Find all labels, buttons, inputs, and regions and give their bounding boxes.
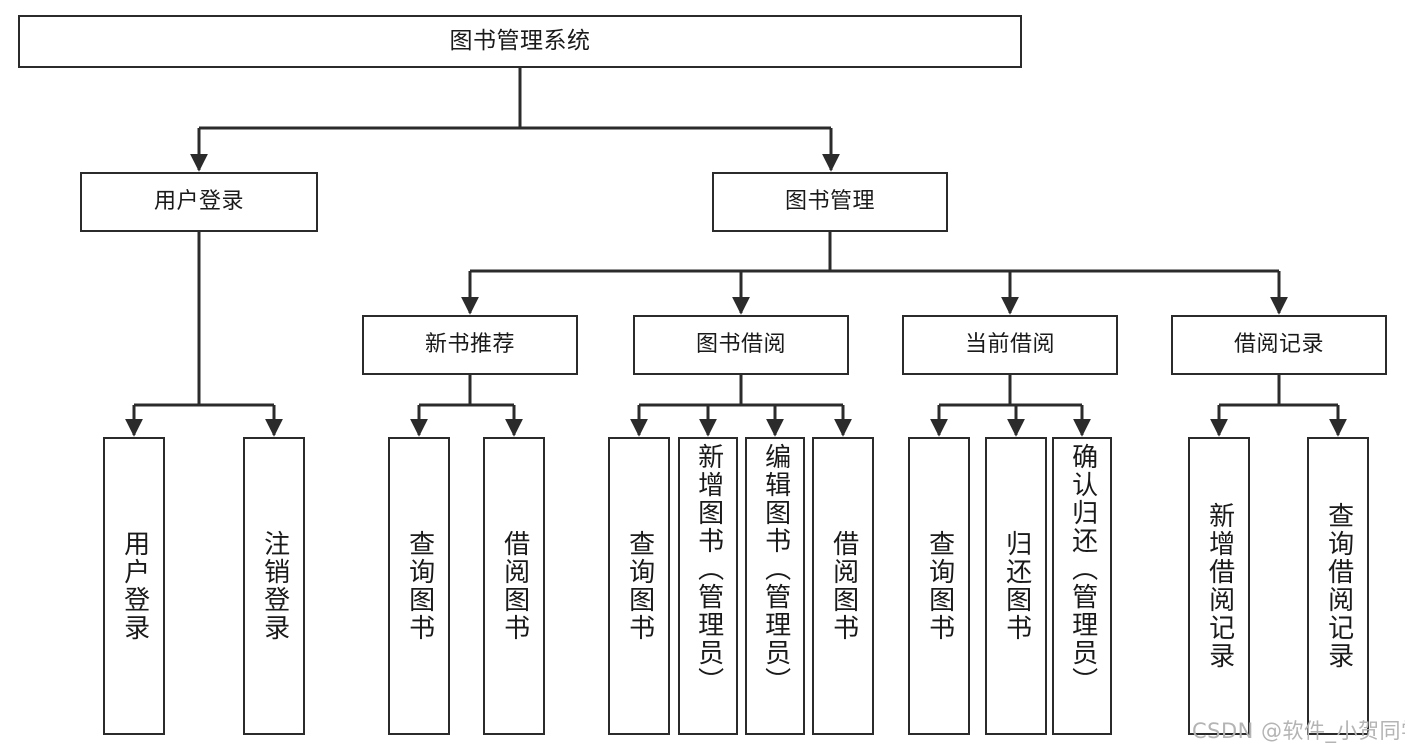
leaf-return-book[interactable]: 归还图书 [985,437,1047,735]
leaf-add-borrow-record[interactable]: 新增借阅记录 [1188,437,1250,735]
node-current-borrow[interactable]: 当前借阅 [902,315,1118,375]
leaf-query-borrow-record[interactable]: 查询借阅记录 [1307,437,1369,735]
node-book-borrow[interactable]: 图书借阅 [633,315,849,375]
node-new-book-recommend[interactable]: 新书推荐 [362,315,578,375]
leaf-borrow-book-recommend[interactable]: 借阅图书 [483,437,545,735]
leaf-add-book-admin[interactable]: 新增图书（管理员） [678,437,738,735]
leaf-user-login[interactable]: 用户登录 [103,437,165,735]
leaf-confirm-return-admin[interactable]: 确认归还（管理员） [1052,437,1112,735]
csdn-watermark: CSDN @软件_小贺同学 [1192,719,1405,743]
leaf-logout[interactable]: 注销登录 [243,437,305,735]
leaf-query-book[interactable]: 查询图书 [608,437,670,735]
leaf-borrow-book[interactable]: 借阅图书 [812,437,874,735]
leaf-edit-book-admin[interactable]: 编辑图书（管理员） [745,437,805,735]
node-user-login[interactable]: 用户登录 [80,172,318,232]
leaf-query-book-recommend[interactable]: 查询图书 [388,437,450,735]
node-borrow-record[interactable]: 借阅记录 [1171,315,1387,375]
node-book-management[interactable]: 图书管理 [712,172,948,232]
node-root[interactable]: 图书管理系统 [18,15,1022,68]
leaf-query-book-current[interactable]: 查询图书 [908,437,970,735]
